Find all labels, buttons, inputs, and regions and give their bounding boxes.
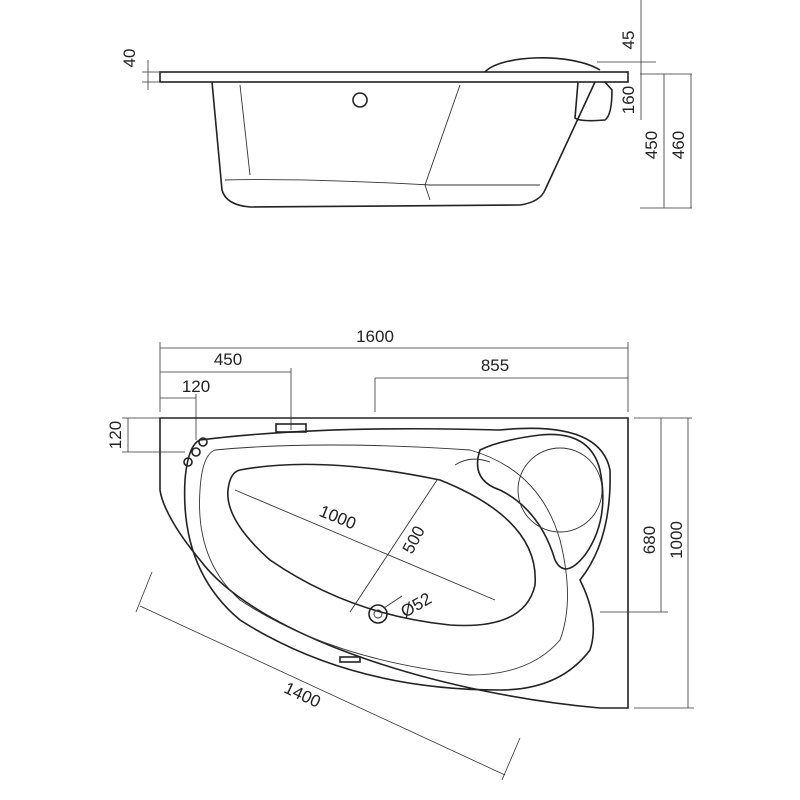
tub-rim-inner bbox=[183, 427, 611, 691]
dim-drain: Ø52 bbox=[398, 589, 435, 622]
dim-line bbox=[139, 605, 506, 776]
side-panel bbox=[574, 81, 613, 122]
panel-clip bbox=[339, 656, 361, 663]
side-view: 40 45 160 450 460 bbox=[120, 0, 692, 209]
basin-bottom bbox=[227, 463, 536, 627]
dim-basin-length: 1000 bbox=[317, 502, 359, 534]
tub-outline bbox=[159, 417, 629, 709]
dim-tap-depth: 120 bbox=[106, 421, 125, 449]
drain-center bbox=[373, 609, 383, 619]
basin-edge bbox=[199, 444, 568, 676]
basin-length-line bbox=[234, 489, 496, 601]
plan-view: 1000 500 Ø52 1600 450 120 855 120 680 10… bbox=[106, 327, 694, 781]
dim-inner-width: 680 bbox=[640, 526, 659, 554]
dim-diagonal: 1400 bbox=[281, 678, 323, 711]
headrest bbox=[484, 57, 601, 73]
headrest-line bbox=[454, 458, 491, 466]
tap-hole-icon bbox=[183, 457, 193, 467]
basin-width-line bbox=[349, 479, 438, 613]
dim-right-width: 855 bbox=[481, 356, 509, 375]
dim-front-apron: 160 bbox=[619, 86, 638, 114]
dim-overflow-offset: 450 bbox=[214, 350, 242, 369]
tub-rim bbox=[159, 71, 629, 83]
tub-body-line bbox=[239, 84, 461, 201]
dim-length: 1600 bbox=[356, 327, 394, 346]
dim-basin-width: 500 bbox=[399, 523, 429, 557]
dim-total-width: 1000 bbox=[667, 521, 686, 559]
dim-headrest: 45 bbox=[619, 31, 638, 50]
dim-inner-depth: 450 bbox=[642, 131, 661, 159]
headrest bbox=[517, 447, 603, 533]
dim-rim-height: 40 bbox=[120, 49, 139, 68]
headrest-pocket bbox=[476, 433, 604, 570]
tub-body-line bbox=[224, 179, 540, 186]
dim-line bbox=[135, 571, 153, 613]
tub-body bbox=[211, 81, 596, 208]
overflow-hole bbox=[352, 92, 368, 108]
dim-tap-offset: 120 bbox=[182, 377, 210, 396]
drain-leader bbox=[383, 595, 403, 609]
drain-icon bbox=[368, 604, 388, 624]
dim-line bbox=[501, 737, 521, 781]
dim-total-height: 460 bbox=[669, 131, 688, 159]
tap-hole-icon bbox=[198, 437, 208, 447]
tap-hole-icon bbox=[191, 447, 201, 457]
